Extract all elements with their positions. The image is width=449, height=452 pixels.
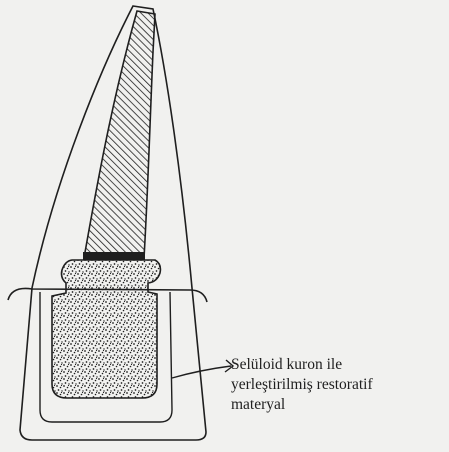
annotation-line-2: yerleştirilmiş restoratif (231, 375, 373, 394)
annotation-line-3: materyal (231, 395, 285, 414)
arrow-icon (172, 366, 231, 378)
restorative-material (52, 260, 160, 398)
annotation-line-1: Selüloid kuron ile (231, 355, 342, 374)
root-canal (84, 11, 155, 258)
canal-base (83, 252, 145, 260)
